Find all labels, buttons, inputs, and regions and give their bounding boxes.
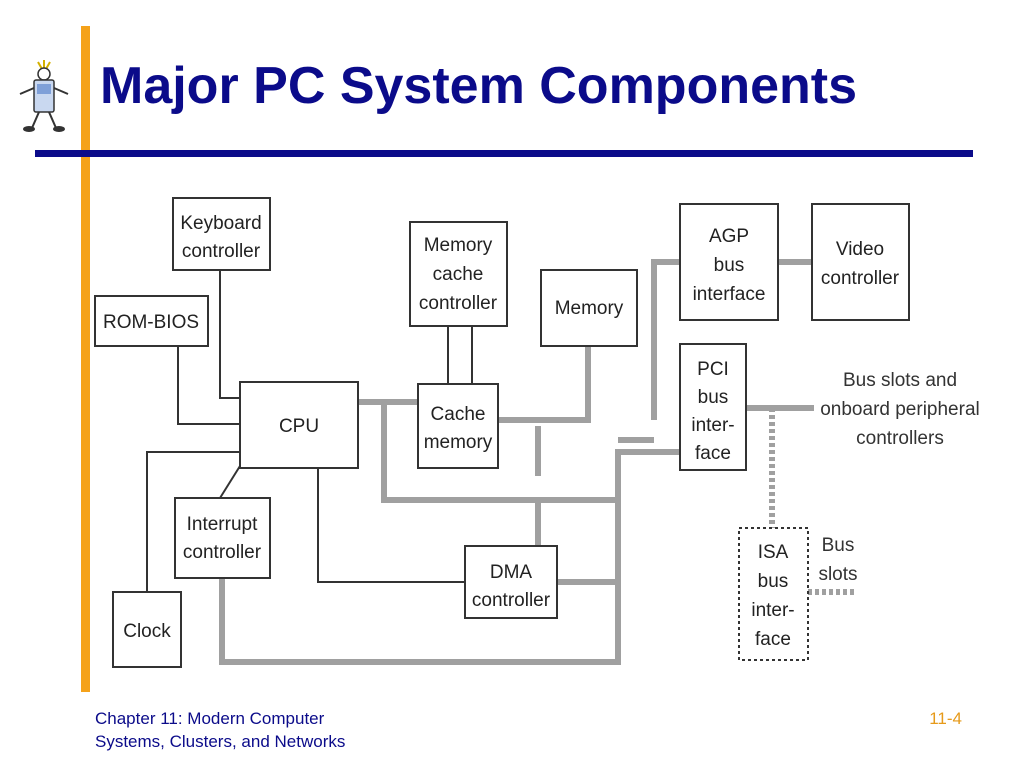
interrupt-cpu-line (219, 465, 241, 499)
agp-label-2: bus (714, 255, 745, 276)
cpu-box (239, 381, 359, 469)
isa-label-2: bus (758, 571, 789, 592)
bus-slots-onboard-label-1: Bus slots and (843, 370, 957, 391)
keyboard-cpu-line (219, 270, 240, 399)
memory-cache-controller-label-3: controller (419, 293, 498, 314)
interrupt-label-2: controller (183, 542, 262, 563)
box-labels: Keyboard controller ROM-BIOS CPU Interru… (103, 213, 900, 650)
keyboard-label-1: Keyboard (180, 213, 261, 234)
interrupt-controller-box (174, 497, 271, 579)
video-label-1: Video (836, 239, 884, 260)
accent-bar (81, 26, 90, 692)
rom-bios-box (94, 295, 209, 347)
control-lines (146, 270, 473, 592)
pci-label-2: bus (698, 387, 729, 408)
clock-cpu-line (146, 451, 240, 592)
cache-memory-bus (498, 346, 591, 423)
bus-slots-onboard-label-3: controllers (856, 428, 944, 449)
pci-label-3: inter- (691, 415, 734, 436)
page-number: 11-4 (929, 709, 962, 728)
agp-label-3: interface (693, 284, 766, 305)
isa-label-3: inter- (751, 600, 794, 621)
bus-slots-label-1: Bus (822, 535, 855, 556)
keyboard-controller-box (172, 197, 271, 271)
mascot-icon (19, 60, 69, 132)
memory-cache-controller-box (409, 221, 508, 327)
footer-chapter-line-2: Systems, Clusters, and Networks (95, 732, 346, 751)
title-underline (35, 150, 973, 157)
interrupt-bus (219, 578, 621, 665)
footer-chapter-line-1: Chapter 11: Modern Computer (95, 709, 325, 728)
rom-bios-label: ROM-BIOS (103, 312, 199, 333)
agp-link (651, 259, 680, 420)
keyboard-label-2: controller (182, 241, 261, 262)
pci-bus-link (615, 449, 680, 582)
isa-label-4: face (755, 629, 791, 650)
footer-chapter: Chapter 11: Modern Computer Systems, Clu… (95, 707, 425, 753)
interrupt-label-1: Interrupt (187, 514, 258, 535)
cache-memory-label-1: Cache (431, 404, 486, 425)
bus-lines (219, 259, 814, 665)
agp-bus-interface-box (679, 203, 779, 321)
component-boxes (94, 197, 910, 668)
pci-label-4: face (695, 443, 731, 464)
free-labels: Bus slots and onboard peripheral control… (818, 370, 979, 585)
pci-label-1: PCI (697, 359, 729, 380)
clock-label: Clock (123, 621, 171, 642)
isa-dotted-lines (769, 408, 854, 595)
clock-box (112, 591, 182, 668)
cpu-label: CPU (279, 416, 319, 437)
memory-box (540, 269, 638, 347)
agp-label-1: AGP (709, 226, 749, 247)
isa-bus-interface-box (738, 527, 809, 661)
cache-memory-box (417, 383, 499, 469)
cache-memory-label-2: memory (424, 432, 493, 453)
memory-cache-controller-label-2: cache (433, 264, 484, 285)
bus-slots-label-2: slots (818, 564, 857, 585)
isa-label-1: ISA (758, 542, 789, 563)
cpu-dma-line (317, 468, 465, 583)
rombios-cpu-line (177, 346, 240, 425)
memory-cache-controller-label-1: Memory (424, 235, 493, 256)
dma-label-2: controller (472, 590, 551, 611)
bus-slots-onboard-label-2: onboard peripheral (820, 399, 980, 420)
dma-label-1: DMA (490, 562, 533, 583)
video-controller-box (811, 203, 910, 321)
video-label-2: controller (821, 268, 900, 289)
memory-label: Memory (555, 298, 624, 319)
pci-bus-interface-box (679, 343, 747, 471)
slide-title: Major PC System Components (100, 57, 858, 115)
dma-controller-box (464, 545, 558, 619)
